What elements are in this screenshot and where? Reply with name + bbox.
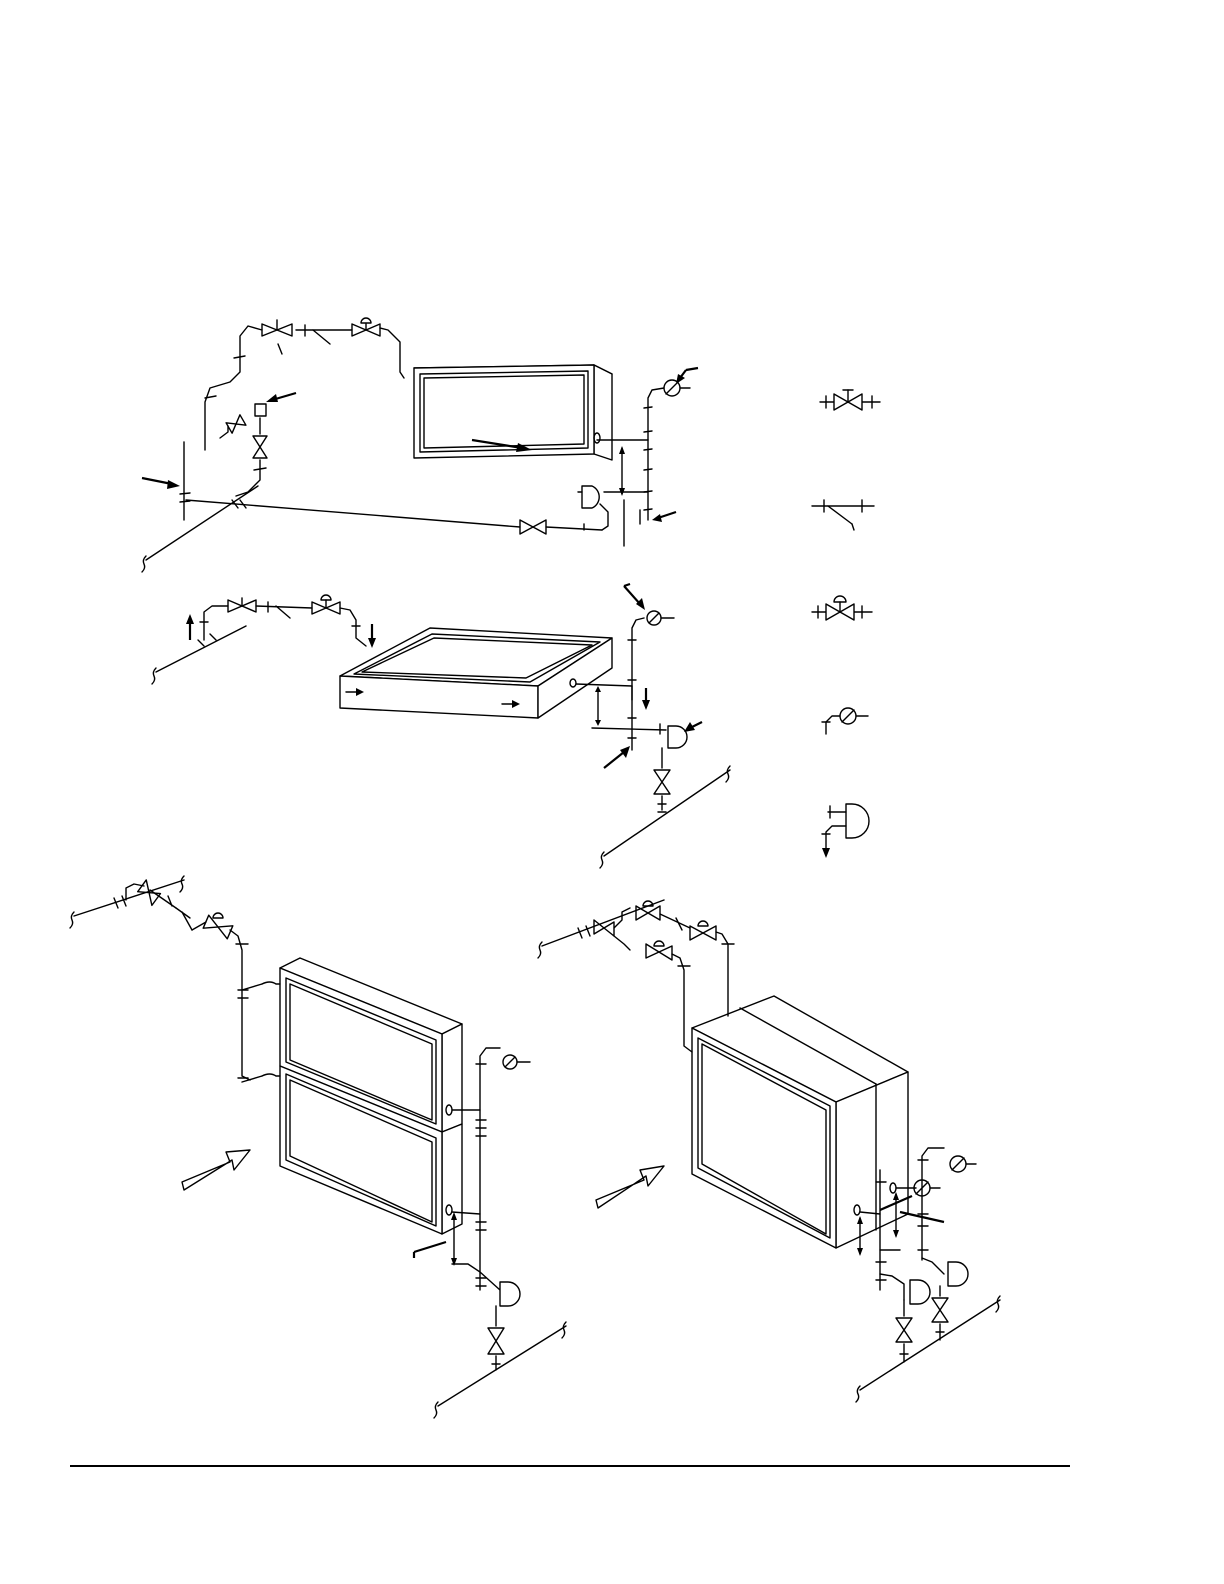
steam-trap-icon (578, 486, 599, 508)
supply-piping (70, 876, 280, 1082)
flow-arrow (642, 688, 650, 710)
gate-valve-icon (262, 320, 292, 336)
dimension-arrow (595, 686, 601, 726)
coil-unit (340, 628, 612, 718)
legend-strainer-icon (812, 500, 874, 530)
return-piping (186, 500, 608, 534)
steam-trap-icon (910, 1280, 930, 1304)
airflow-arrow (596, 1166, 664, 1208)
leader-arrow (142, 478, 180, 489)
steam-trap-icon (668, 726, 687, 748)
return-piping (434, 1306, 566, 1418)
legend-gate-valve-icon (820, 390, 880, 410)
return-piping (856, 1286, 1000, 1402)
flat-coil-piping (152, 584, 730, 868)
vacuum-breaker-icon (950, 1156, 976, 1172)
legend-control-valve-icon (812, 596, 872, 620)
supply-piping (205, 326, 404, 450)
stacked-coil-piping (70, 876, 566, 1418)
leader-arrow (624, 584, 645, 610)
bypass-piping (220, 404, 267, 496)
flow-arrow (186, 614, 376, 648)
coil-unit (692, 996, 908, 1248)
vacuum-breaker-icon (647, 611, 674, 625)
strainer-icon (305, 325, 330, 344)
leader-arrow (676, 368, 698, 384)
legend-steam-trap-icon (822, 804, 869, 858)
leader-arrow (414, 1242, 446, 1258)
steam-trap-icon (500, 1282, 520, 1306)
vacuum-breaker-icon (914, 1180, 940, 1196)
control-valve-icon (352, 318, 380, 336)
leader-arrow (266, 393, 296, 402)
deep-coil-piping (538, 900, 1000, 1402)
steam-trap-icon (948, 1262, 968, 1286)
legend (812, 390, 880, 858)
supply-main (142, 442, 258, 572)
legend-vacuum-breaker-icon (822, 708, 868, 734)
leader-arrow (652, 512, 676, 522)
return-piping (600, 748, 730, 868)
horizontal-coil-piping (142, 318, 698, 572)
vacuum-breaker-icon (503, 1055, 530, 1069)
dimension-arrow (619, 446, 625, 496)
airflow-arrow (182, 1150, 250, 1190)
supply-piping (152, 595, 366, 684)
